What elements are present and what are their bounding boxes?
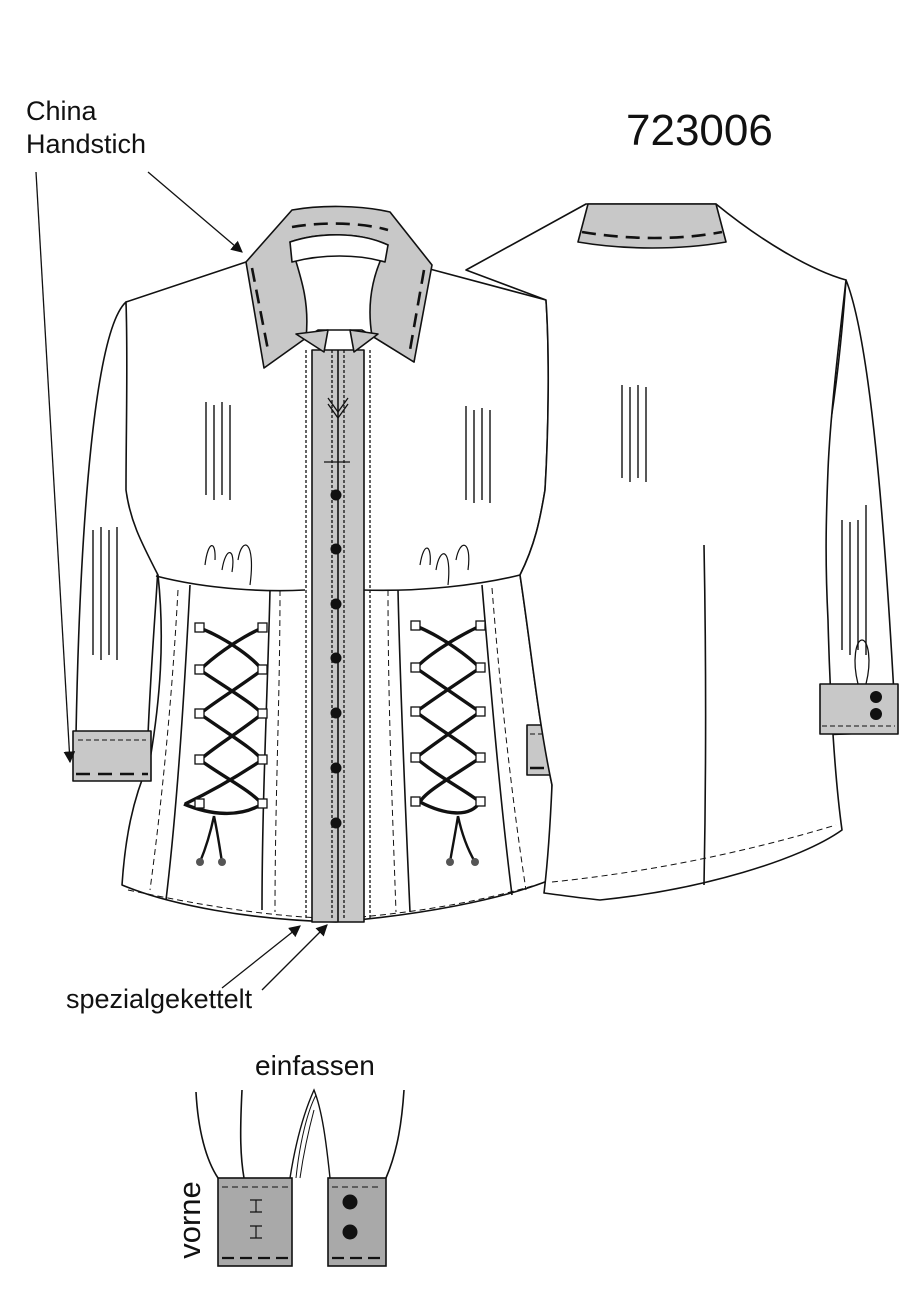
cuff-front-part: [217, 1177, 293, 1267]
button-icon: [330, 707, 342, 719]
spezialgekettelt-label: spezialgekettelt: [66, 984, 253, 1014]
back-cuff-buttons: [870, 691, 882, 720]
eyelet: [410, 662, 421, 673]
china-label-line1: China: [26, 96, 97, 126]
eyelet: [194, 798, 205, 809]
eyelet: [410, 796, 421, 807]
eyelet: [257, 754, 268, 765]
eyelet: [475, 662, 486, 673]
lacing-eyelets: [194, 620, 486, 866]
eyelet: [475, 796, 486, 807]
eyelet: [475, 620, 486, 631]
vorne-label: vorne: [172, 1181, 207, 1259]
gathers: [204, 544, 470, 586]
button-icon: [330, 489, 342, 501]
eyelet: [410, 752, 421, 763]
back-view: [465, 203, 899, 901]
model-number: 723006: [626, 106, 773, 155]
eyelet: [194, 754, 205, 765]
button-icon: [330, 817, 342, 829]
cuff-back-part: [327, 1177, 387, 1267]
cuff-detail: [195, 1088, 405, 1267]
front-view: [72, 205, 600, 923]
panel-topstitch: [127, 587, 547, 919]
eyelet: [257, 664, 268, 675]
china-label-line2: Handstich: [26, 129, 147, 159]
cuff-placket-binding: [289, 1088, 331, 1179]
button-icon: [342, 1194, 358, 1210]
eyelet: [194, 664, 205, 675]
left-cuff: [72, 730, 152, 782]
button-icon: [330, 598, 342, 610]
cuff-detail-buttons: [342, 1194, 358, 1240]
button-icon: [342, 1224, 358, 1240]
eyelet: [257, 798, 268, 809]
eyelet: [257, 622, 268, 633]
eyelet: [410, 706, 421, 717]
eyelet: [475, 706, 486, 717]
button-icon: [330, 652, 342, 664]
panel-seams: [165, 584, 513, 913]
placket-chainstitch: [305, 350, 371, 920]
button-icon: [330, 543, 342, 555]
collar-handstitch: [250, 222, 426, 351]
pointer-lines: [35, 171, 328, 991]
waist-seam: [155, 574, 521, 592]
button-icon: [870, 708, 882, 720]
lace-end-icon: [196, 858, 204, 866]
eyelet: [410, 620, 421, 631]
einfassen-label: einfassen: [255, 1050, 375, 1081]
lace-end-icon: [218, 858, 226, 866]
placket-buttons: [330, 489, 342, 829]
eyelet: [257, 708, 268, 719]
lace-end-icon: [446, 858, 454, 866]
button-icon: [870, 691, 882, 703]
back-collar: [577, 203, 727, 249]
eyelet: [194, 708, 205, 719]
eyelet: [194, 622, 205, 633]
china-handstich-label: China Handstich: [26, 95, 146, 161]
lace-end-icon: [471, 858, 479, 866]
button-icon: [330, 762, 342, 774]
back-body: [465, 203, 847, 901]
buttonholes: [250, 1199, 262, 1239]
eyelet: [475, 752, 486, 763]
